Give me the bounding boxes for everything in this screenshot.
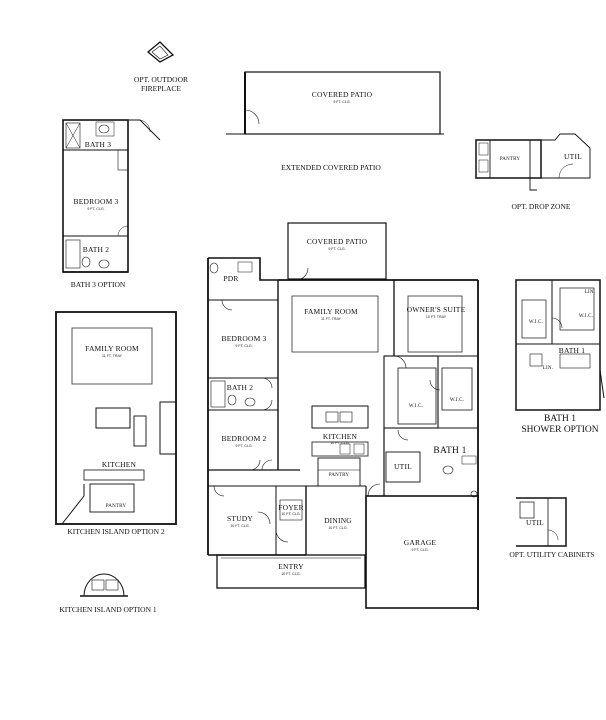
kitchen-island-option2-caption: KITCHEN ISLAND OPTION 2 — [67, 527, 165, 536]
shower-opt-lin1-label: LIN. — [542, 366, 554, 371]
covered-patio-main-label: COVERED PATIO — [306, 237, 368, 246]
bath3-option-plan — [62, 119, 161, 273]
bath2-label: BATH 2 — [226, 383, 254, 392]
island2-family-room-label: FAMILY ROOM — [85, 344, 139, 353]
study-label: STUDY — [226, 514, 253, 523]
entry-label: ENTRY — [278, 562, 304, 571]
outdoor-fireplace-caption-line2: FIREPLACE — [140, 84, 181, 93]
drop-zone-pantry-label: PANTRY — [499, 157, 521, 162]
kitchen-ceiling: 10 FT. CLG. — [330, 441, 350, 445]
island2-family-room-ceiling: 11 FT. TRAY — [102, 354, 122, 358]
kitchen-label: KITCHEN — [322, 432, 358, 441]
bath1-label: BATH 1 — [433, 446, 467, 456]
extended-patio-caption: EXTENDED COVERED PATIO — [281, 163, 381, 172]
owners-suite-ceiling: 10 FT. TRAY — [425, 315, 447, 319]
covered-patio-main-ceiling: 9 FT. CLG. — [328, 247, 346, 251]
bath3-option-caption: BATH 3 OPTION — [70, 280, 126, 289]
shower-opt-bath1-label: BATH 1 — [558, 346, 586, 355]
dining-label: DINING — [324, 516, 352, 525]
shower-option-caption: BATH 1 SHOWER OPTION — [512, 414, 606, 436]
garage-ceiling: 9 FT. CLG. — [411, 548, 429, 552]
outdoor-fireplace-caption: OPT. OUTDOOR FIREPLACE — [128, 75, 194, 93]
study-ceiling: 10 FT. CLG. — [230, 524, 250, 528]
family-room-label: FAMILY ROOM — [304, 307, 358, 316]
extended-covered-patio — [226, 71, 444, 135]
family-room-ceiling: 11 FT. TRAY — [321, 317, 341, 321]
bedroom3-label: BEDROOM 3 — [221, 334, 267, 343]
utilcab-util-label: UTIL — [526, 518, 544, 527]
bath3-opt-bedroom3-label: BEDROOM 3 — [73, 197, 119, 206]
wic-right-label: W.I.C. — [449, 398, 465, 403]
bath3-opt-bedroom3-ceiling: 9 FT. CLG. — [87, 207, 105, 211]
shower-opt-wic2-label: W.I.C. — [578, 314, 594, 319]
shower-opt-lin2-label: LIN. — [584, 290, 596, 295]
owners-suite-label: OWNER'S SUITE — [406, 305, 466, 314]
pantry-label: PANTRY — [328, 473, 350, 478]
island2-kitchen-label: KITCHEN — [101, 460, 137, 469]
kitchen-island-option2-plan — [55, 311, 177, 525]
shower-option-caption-line1: BATH 1 — [544, 414, 576, 424]
outdoor-fireplace-caption-line1: OPT. OUTDOOR — [133, 75, 189, 84]
kitchen-island-option1-plan — [80, 573, 128, 597]
main-house-walls — [207, 222, 479, 610]
covered-patio-top-label: COVERED PATIO — [311, 90, 373, 99]
bath3-opt-bath2-label: BATH 2 — [82, 245, 110, 254]
drop-zone-util-label: UTIL — [564, 152, 582, 161]
foyer-label: FOYER — [278, 503, 304, 512]
shower-option-caption-line2: SHOWER OPTION — [521, 425, 599, 435]
covered-patio-top-ceiling: 9 FT. CLG. — [333, 100, 351, 104]
entry-ceiling: 10 FT. CLG. — [281, 572, 301, 576]
bath1-shower-option-plan — [515, 279, 605, 411]
outdoor-fireplace-symbol — [146, 41, 175, 63]
util-label: UTIL — [394, 462, 412, 471]
kitchen-island-option1-caption: KITCHEN ISLAND OPTION 1 — [59, 605, 157, 614]
pdr-label: PDR — [223, 274, 239, 283]
island2-pantry-label: PANTRY — [105, 504, 127, 509]
utility-cabinets-caption: OPT. UTILITY CABINETS — [509, 550, 595, 559]
utility-cabinets-option-plan — [516, 497, 567, 547]
dining-ceiling: 10 FT. CLG. — [328, 526, 348, 530]
garage-label: GARAGE — [403, 538, 437, 547]
shower-opt-wic1-label: W.I.C. — [528, 320, 544, 325]
wic-left-label: W.I.C. — [408, 404, 424, 409]
bedroom2-label: BEDROOM 2 — [221, 434, 267, 443]
bedroom2-ceiling: 9 FT. CLG. — [235, 444, 253, 448]
drop-zone-option-plan — [475, 133, 591, 191]
bedroom3-ceiling: 9 FT. CLG. — [235, 344, 253, 348]
foyer-ceiling: 10 FT. CLG. — [281, 512, 301, 516]
bath3-opt-bath3-label: BATH 3 — [84, 140, 112, 149]
drop-zone-caption: OPT. DROP ZONE — [511, 202, 571, 211]
